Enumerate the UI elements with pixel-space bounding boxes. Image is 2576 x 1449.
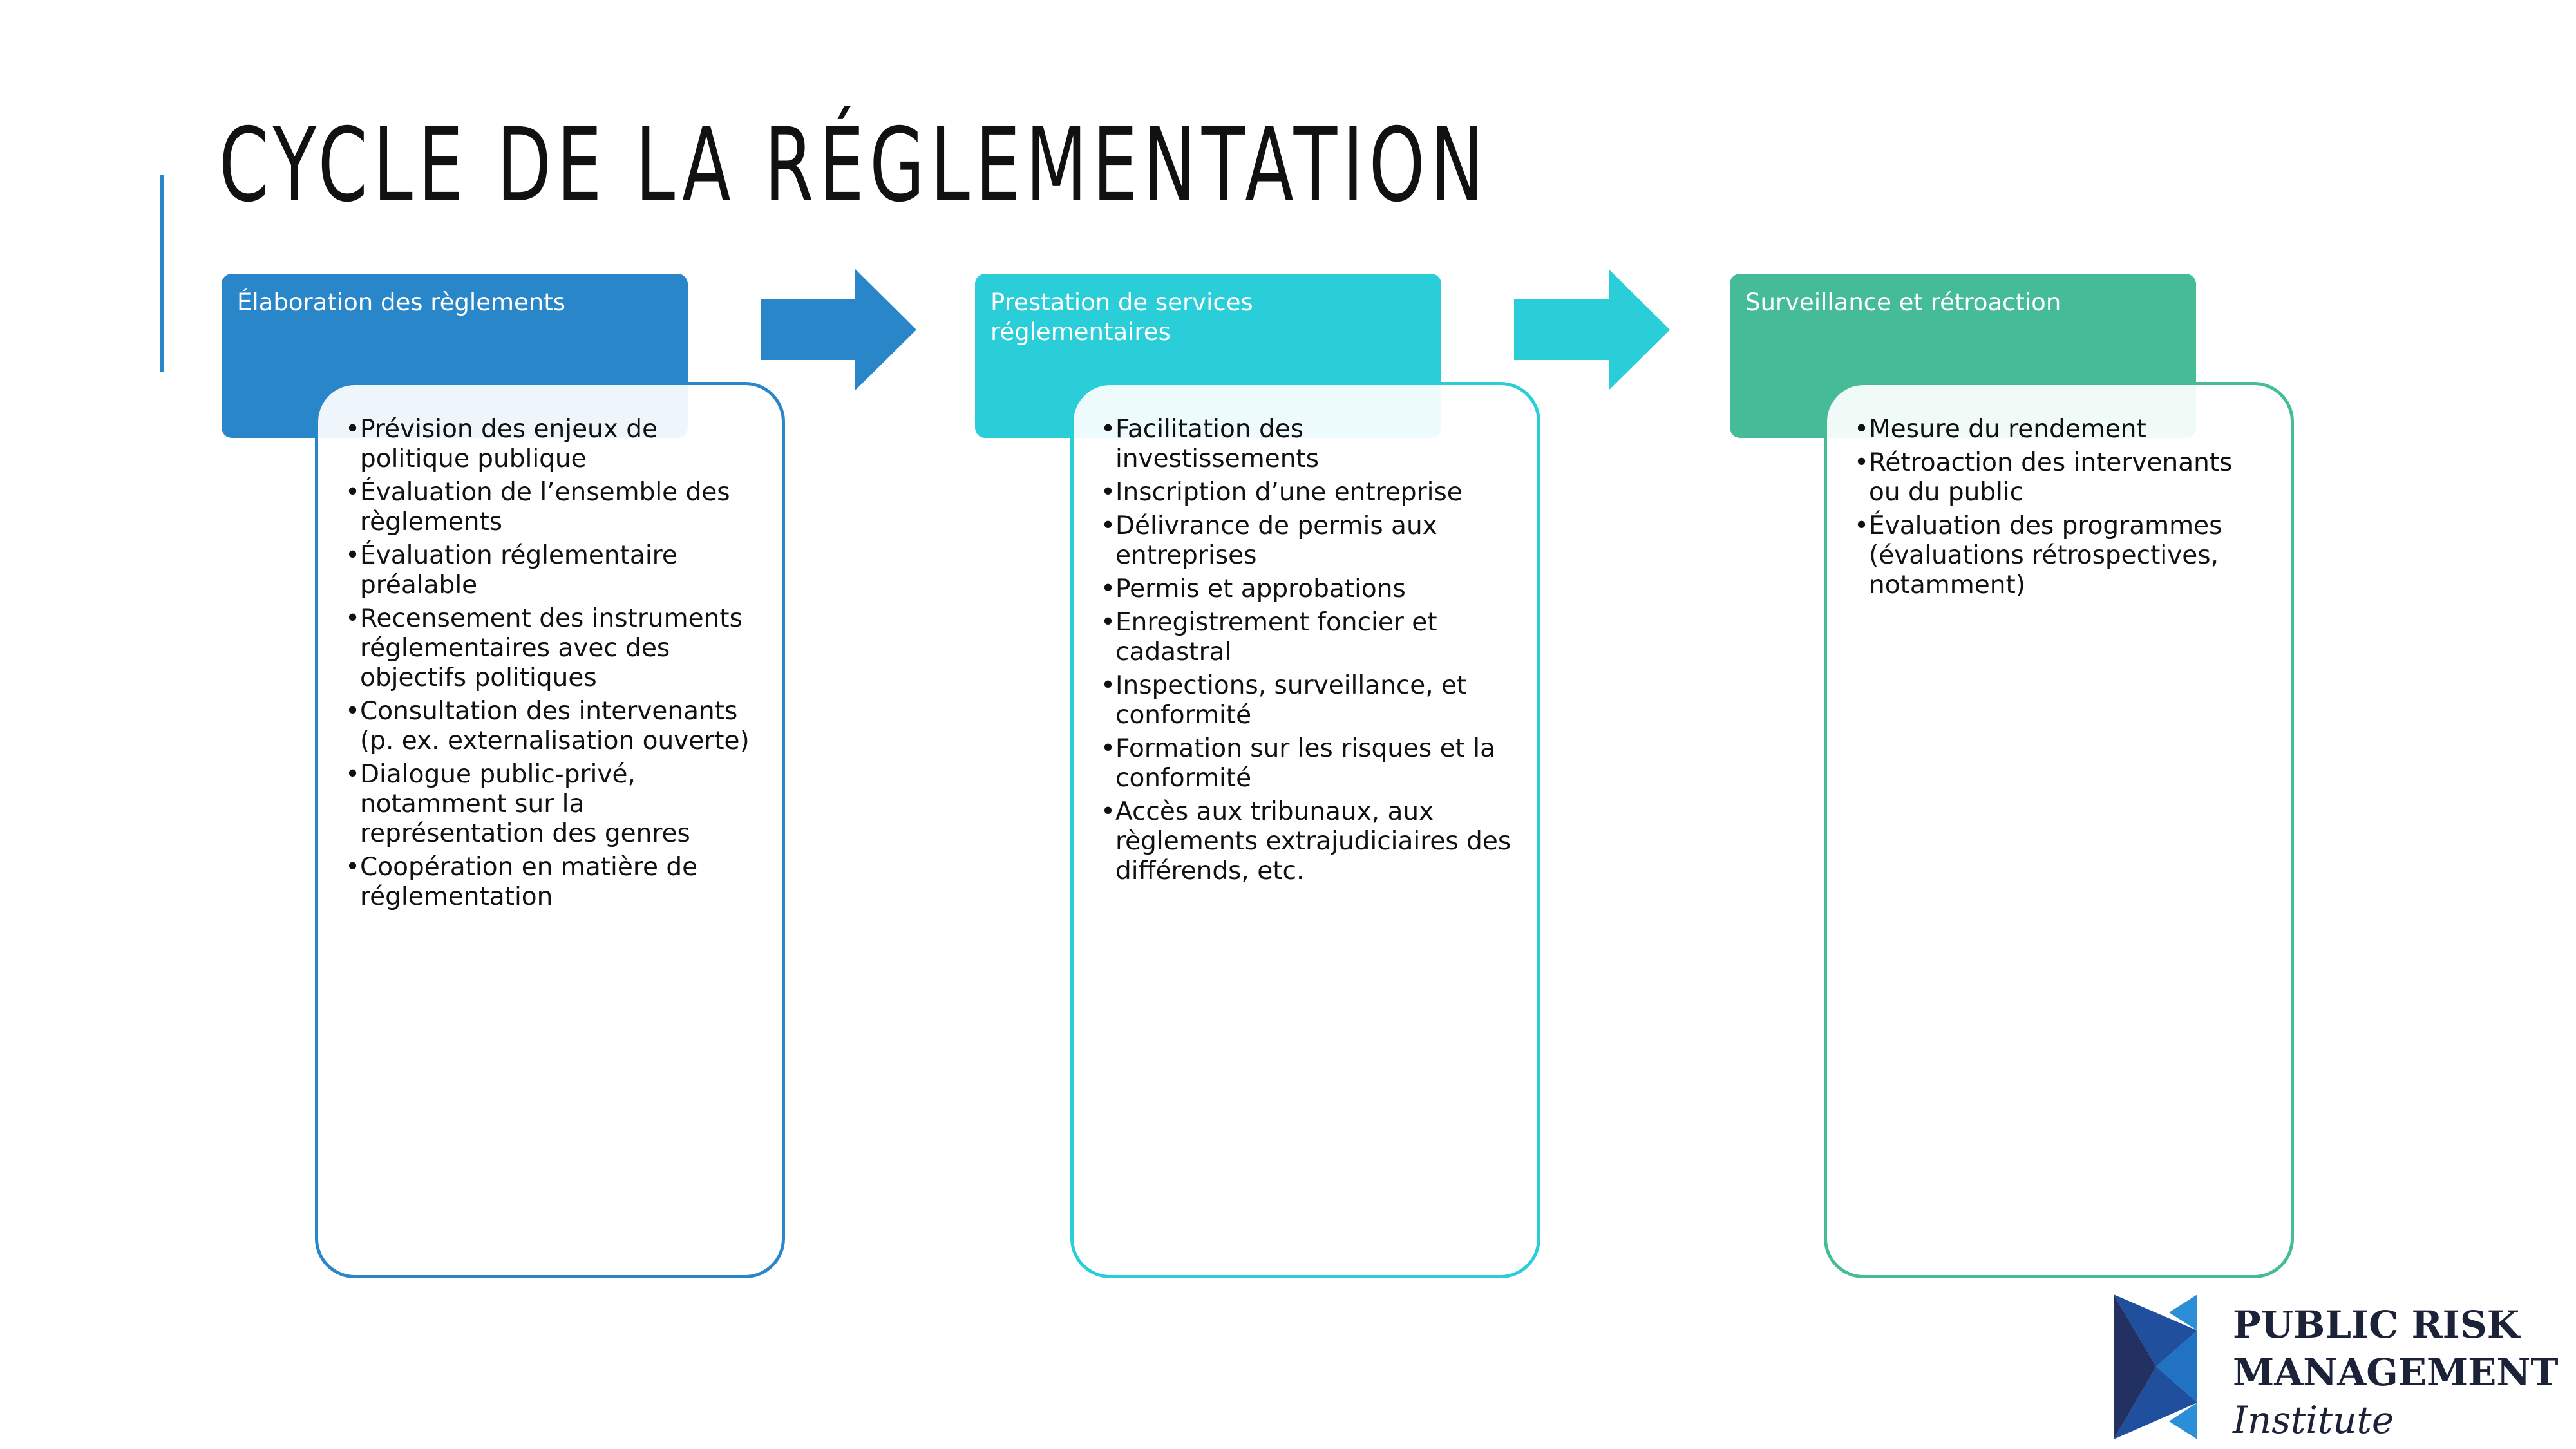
list-item: •Coopération en matière de réglementatio…: [345, 853, 698, 911]
bullet-list: •Mesure du rendement •Rétroaction des in…: [1854, 415, 2265, 600]
list-item: •Évaluation réglementaire préalable: [345, 541, 677, 600]
stage-header-label: Surveillance et rétroaction: [1745, 289, 2061, 316]
prmi-logo-text: PUBLIC RISK MANAGEMENT Institute: [2233, 1301, 2559, 1444]
stage-card-elaboration: •Prévision des enjeux de politique publi…: [315, 382, 785, 1278]
list-item: •Dialogue public-privé, notamment sur la…: [345, 760, 690, 848]
list-item: •Rétroaction des intervenants ou du publ…: [1854, 448, 2233, 507]
stage-card-surveillance: •Mesure du rendement •Rétroaction des in…: [1824, 382, 2294, 1278]
list-item: •Permis et approbations: [1101, 574, 1406, 603]
bullet-list: •Prévision des enjeux de politique publi…: [345, 415, 756, 912]
prmi-logo: PUBLIC RISK MANAGEMENT Institute: [2114, 1294, 2559, 1442]
list-item: •Recensement des instruments réglementai…: [345, 604, 743, 692]
stage-card-prestation: •Facilitation des investissements •Inscr…: [1070, 382, 1540, 1278]
logo-line-2: MANAGEMENT: [2233, 1350, 2559, 1394]
list-item: •Mesure du rendement: [1854, 415, 2146, 444]
list-item: •Délivrance de permis aux entreprises: [1101, 511, 1437, 570]
list-item: •Facilitation des investissements: [1101, 415, 1320, 473]
logo-line-3: Institute: [2233, 1398, 2394, 1442]
list-item: •Prévision des enjeux de politique publi…: [345, 415, 658, 473]
prmi-logo-mark-icon: [2114, 1294, 2197, 1439]
list-item: •Inspections, surveillance, et conformit…: [1101, 671, 1467, 730]
list-item: •Consultation des intervenants (p. ex. e…: [345, 697, 750, 755]
logo-line-1: PUBLIC RISK: [2233, 1303, 2520, 1347]
list-item: •Enregistrement foncier et cadastral: [1101, 608, 1437, 667]
stage-header-label: Prestation de services réglementaires: [990, 289, 1253, 346]
list-item: •Évaluation des programmes (évaluations …: [1854, 511, 2222, 600]
page-title: CYCLE DE LA RÉGLEMENTATION: [219, 106, 1490, 225]
stage-header-label: Élaboration des règlements: [237, 289, 565, 316]
list-item: •Évaluation de l’ensemble des règlements: [345, 478, 730, 536]
list-item: •Accès aux tribunaux, aux règlements ext…: [1101, 797, 1511, 886]
title-accent-bar: [160, 175, 164, 372]
list-item: •Inscription d’une entreprise: [1101, 478, 1463, 507]
list-item: •Formation sur les risques et la conform…: [1101, 734, 1496, 793]
arrow-right-icon: [1514, 269, 1670, 390]
arrow-right-icon: [761, 269, 916, 390]
bullet-list: •Facilitation des investissements •Inscr…: [1101, 415, 1511, 886]
